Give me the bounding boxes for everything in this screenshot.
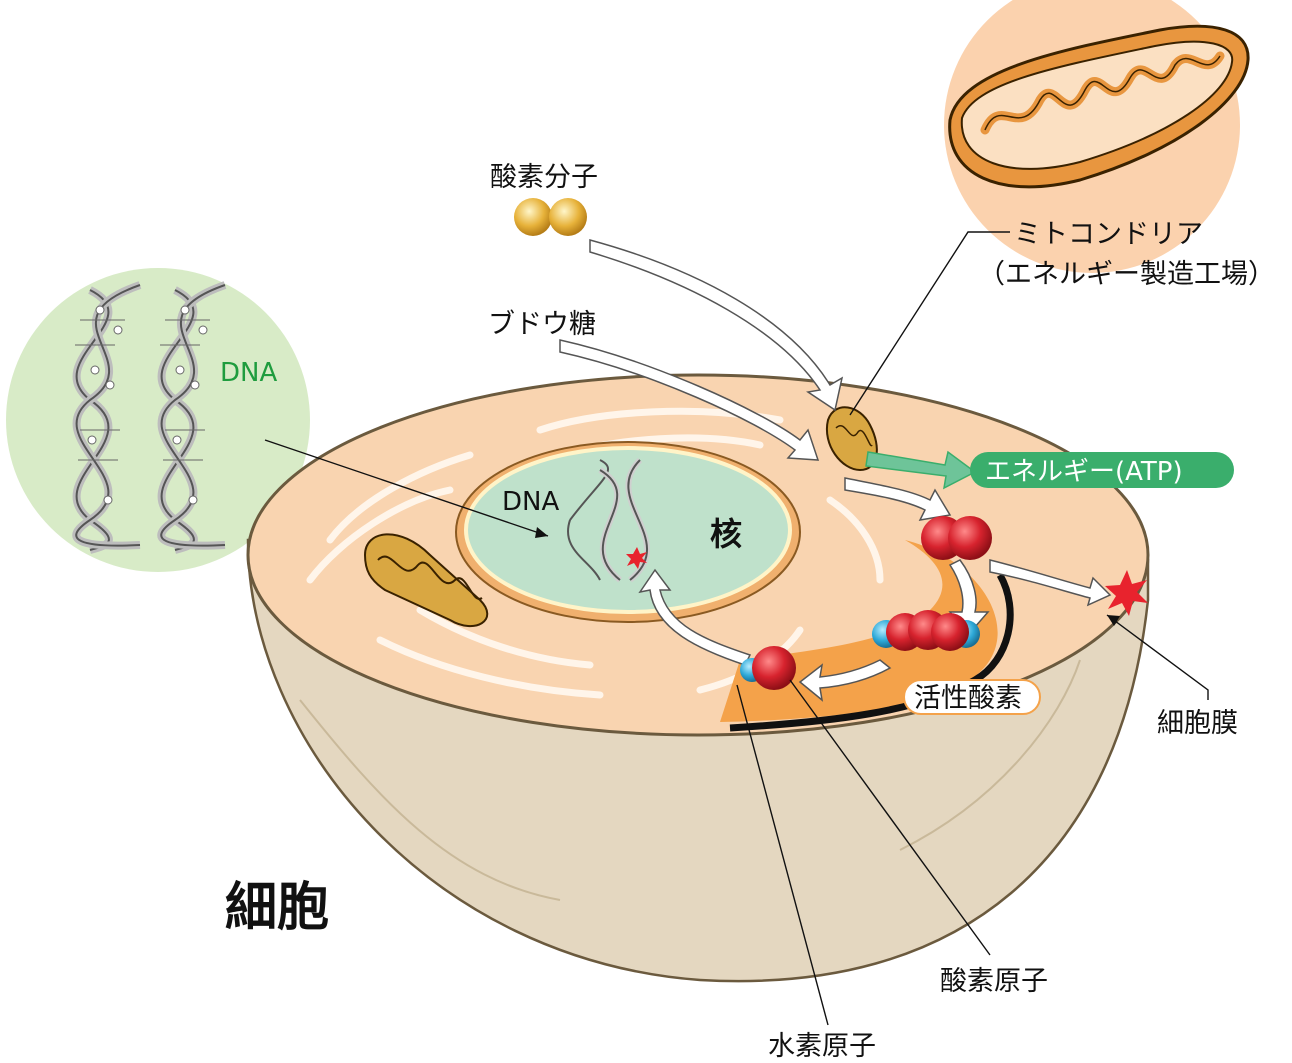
dna-damage-star-icon <box>626 547 647 569</box>
nucleus-label: 核 <box>710 515 742 553</box>
oxygen-pair-icon <box>921 516 992 560</box>
cell-membrane-label: 細胞膜 <box>1157 708 1238 739</box>
mitochondria-sublabel: （エネルギー製造工場） <box>978 259 1275 290</box>
hydroxyl-icon <box>740 646 796 690</box>
dna-inset-label: DNA <box>220 358 277 388</box>
water-chain-icon <box>872 610 980 651</box>
leader-lines <box>264 231 1209 1026</box>
energy-atp-label: エネルギー(ATP) <box>985 457 1183 487</box>
oxygen-molecule-icon <box>514 198 587 236</box>
reactive-oxygen-badge: 活性酸素 <box>903 679 1041 715</box>
hydrogen-atom-label: 水素原子 <box>768 1031 876 1062</box>
cell-label: 細胞 <box>225 878 329 938</box>
mitochondria-inset <box>944 0 1250 273</box>
glucose-label: ブドウ糖 <box>488 309 596 340</box>
mitochondria-label: ミトコンドリア <box>1014 219 1203 250</box>
damage-star-icon <box>1105 570 1148 616</box>
dna-nucleus-label: DNA <box>502 487 559 517</box>
reactive-oxygen-label: 活性酸素 <box>914 683 1022 714</box>
oxygen-atom-label: 酸素原子 <box>940 966 1048 997</box>
atp-arrow <box>865 450 977 490</box>
dna-inset <box>6 268 310 572</box>
energy-atp-badge: エネルギー(ATP) <box>970 452 1234 488</box>
oxygen-molecule-label: 酸素分子 <box>490 162 598 193</box>
